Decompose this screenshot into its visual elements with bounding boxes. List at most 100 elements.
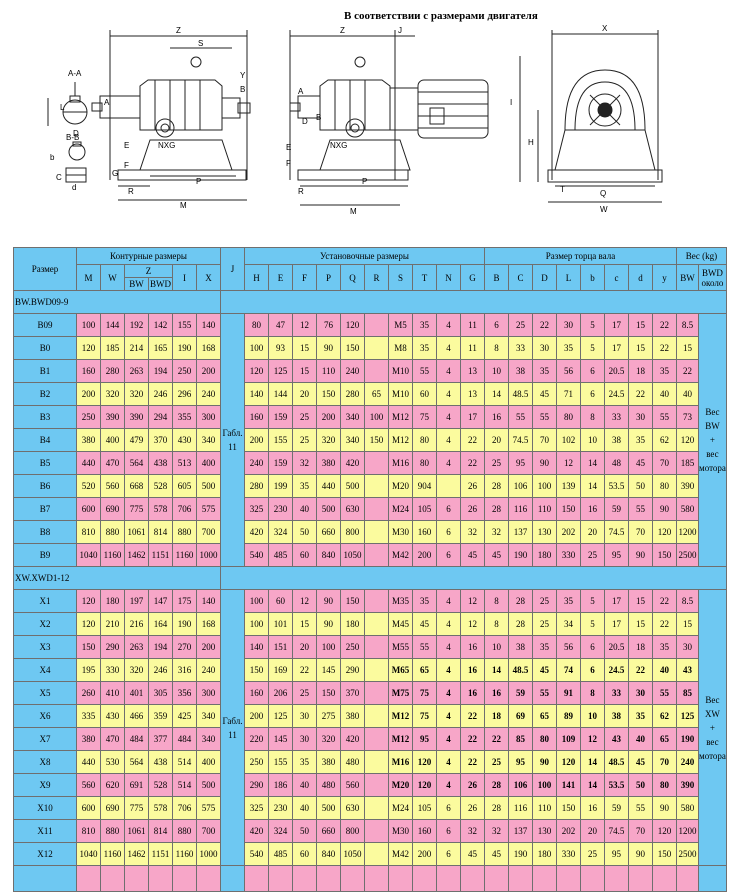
table-cell: 150 (76, 635, 101, 659)
table-cell: 60 (292, 543, 317, 567)
table-cell: 22 (460, 727, 485, 751)
table-cell: 95 (508, 750, 533, 774)
table-cell: 6 (580, 635, 605, 659)
table-cell: 150 (556, 796, 581, 820)
table-cell: 4 (436, 359, 461, 383)
row-model: B3 (13, 405, 77, 429)
table-cell: 95 (508, 451, 533, 475)
gear-unit-motor (289, 30, 489, 206)
table-cell: 147 (148, 589, 173, 613)
col-n: N (436, 264, 461, 291)
table-cell: 16 (580, 497, 605, 521)
table-cell: 145 (268, 727, 293, 751)
weight-note-line: Вес (705, 407, 720, 417)
table-cell: 1160 (100, 842, 125, 866)
table-cell: M12 (388, 727, 413, 751)
table-cell: 12 (460, 589, 485, 613)
table-cell: 38 (604, 704, 629, 728)
table-cell: 275 (316, 704, 341, 728)
label-p1: P (196, 177, 201, 186)
table-cell: 55 (412, 359, 437, 383)
table-cell: 500 (316, 497, 341, 521)
table-cell: 230 (268, 796, 293, 820)
table-cell: 53.5 (604, 773, 629, 797)
table-cell: 5 (580, 336, 605, 360)
label-b2: B (316, 113, 321, 122)
table-cell: 35 (292, 474, 317, 498)
table-cell (364, 750, 389, 774)
table-cell: 35 (412, 313, 437, 337)
table-cell: 210 (100, 612, 125, 636)
table-cell: 200 (316, 405, 341, 429)
table-cell (412, 865, 437, 892)
table-cell: 110 (316, 359, 341, 383)
label-bb: B-B (66, 133, 79, 142)
table-cell: 47 (268, 313, 293, 337)
j-note: Габл. 11 (220, 589, 245, 866)
col-d-lower: d (628, 264, 653, 291)
table-cell: 40 (676, 382, 699, 406)
table-cell: 4 (436, 405, 461, 429)
table-cell: 164 (148, 612, 173, 636)
table-cell: 8 (580, 405, 605, 429)
table-cell: 73 (676, 405, 699, 429)
table-cell: 1050 (340, 842, 365, 866)
label-g1: G (112, 169, 118, 178)
table-cell: 202 (556, 819, 581, 843)
table-cell: 55 (652, 681, 677, 705)
col-s: S (388, 264, 413, 291)
table-cell: 5 (580, 313, 605, 337)
row-model: X9 (13, 773, 77, 797)
table-cell: 6 (436, 796, 461, 820)
table-cell (364, 313, 389, 337)
table-cell: 100 (244, 589, 269, 613)
table-cell: 13 (460, 382, 485, 406)
table-cell: 15 (628, 313, 653, 337)
table-cell: 12 (460, 612, 485, 636)
label-c: C (56, 173, 62, 182)
table-cell (196, 865, 221, 892)
table-cell: 377 (148, 727, 173, 751)
label-w: W (600, 205, 608, 214)
table-cell: 38 (508, 635, 533, 659)
table-cell: 30 (628, 681, 653, 705)
table-cell: 65 (532, 704, 557, 728)
table-cell: 120 (412, 773, 437, 797)
table-cell: 159 (268, 451, 293, 475)
table-cell: 28 (484, 773, 509, 797)
table-cell: 500 (196, 474, 221, 498)
table-cell: 810 (76, 819, 101, 843)
row-model: B1 (13, 359, 77, 383)
table-cell: 564 (124, 451, 149, 475)
table-cell: 22 (652, 612, 677, 636)
table-cell (268, 865, 293, 892)
table-cell: 85 (508, 727, 533, 751)
table-cell: 700 (196, 520, 221, 544)
table-cell: 40 (292, 773, 317, 797)
row-model: B4 (13, 428, 77, 452)
table-cell: 470 (100, 727, 125, 751)
table-cell: 120 (76, 336, 101, 360)
table-cell: 290 (244, 773, 269, 797)
label-r2: R (298, 187, 304, 196)
label-e2: E (286, 143, 291, 152)
table-cell: 420 (244, 819, 269, 843)
table-cell: 34 (556, 612, 581, 636)
label-l: L (60, 103, 65, 112)
table-cell: 65 (652, 727, 677, 751)
table-cell: 105 (412, 796, 437, 820)
table-cell: 20 (580, 520, 605, 544)
table-cell: 25 (580, 842, 605, 866)
table-cell: 4 (436, 681, 461, 705)
table-cell: 120 (76, 612, 101, 636)
table-cell: 150 (316, 681, 341, 705)
table-cell: 80 (652, 773, 677, 797)
table-cell: 14 (580, 773, 605, 797)
table-cell: 120 (652, 520, 677, 544)
table-cell: 4 (436, 451, 461, 475)
row-model: B09 (13, 313, 77, 337)
